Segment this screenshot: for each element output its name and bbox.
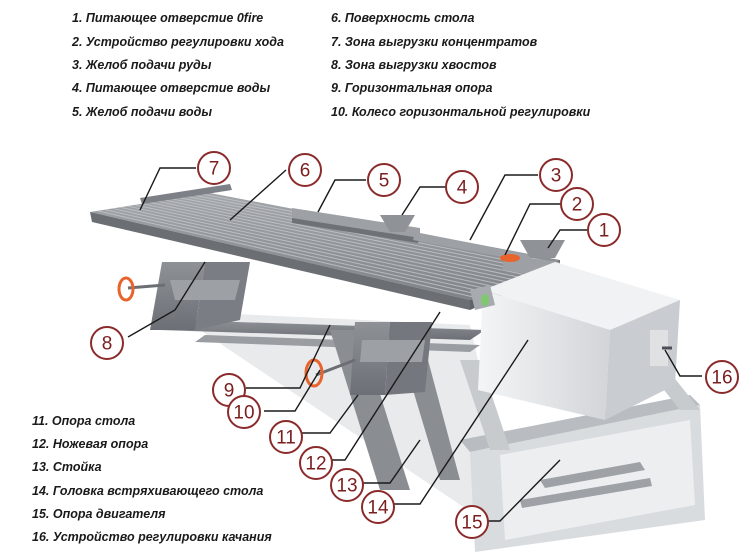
- ore-hopper: [520, 240, 565, 258]
- callout-6: 6: [288, 153, 322, 187]
- legend-item-1: 1. Питающее отверстие 0fire: [72, 11, 264, 25]
- water-trough: [292, 208, 420, 243]
- legend-item-5: 5. Желоб подачи воды: [72, 105, 213, 119]
- legend-item-6: 6. Поверхность стола: [331, 11, 475, 25]
- stroke-adjust-wheel: [500, 254, 520, 262]
- callout-8: 8: [90, 326, 124, 360]
- legend-item-13: 13. Стойка: [32, 460, 102, 474]
- table-surface: [90, 193, 560, 310]
- callout-2: 2: [560, 187, 594, 221]
- legend-item-12: 12. Ножевая опора: [32, 437, 149, 451]
- callout-14: 14: [361, 490, 395, 524]
- callout-label: 13: [336, 476, 357, 497]
- callout-10: 10: [227, 395, 261, 429]
- callout-15: 15: [455, 505, 489, 539]
- legend-item-3: 3. Желоб подачи руды: [72, 58, 212, 72]
- callout-5: 5: [367, 163, 401, 197]
- callout-4: 4: [445, 170, 479, 204]
- legend-item-2: 2. Устройство регулировки хода: [72, 35, 284, 49]
- legend-item-14: 14. Головка встряхивающего стола: [32, 484, 264, 498]
- callout-label: 3: [551, 166, 562, 187]
- callout-label: 9: [224, 381, 235, 402]
- callout-label: 16: [711, 368, 732, 389]
- water-hopper: [380, 215, 415, 232]
- concentrate-trough: [140, 184, 232, 204]
- callout-label: 10: [233, 403, 254, 424]
- shaking-head-box: [470, 262, 680, 420]
- legend-item-16: 16. Устройство регулировки качания: [32, 530, 272, 544]
- legend-item-10: 10. Колесо горизонтальной регулировки: [331, 105, 591, 119]
- callout-label: 1: [599, 221, 610, 242]
- callout-12: 12: [299, 446, 333, 480]
- callout-label: 2: [572, 195, 583, 216]
- callout-13: 13: [330, 468, 364, 502]
- callout-label: 14: [367, 498, 389, 519]
- callout-7: 7: [197, 151, 231, 185]
- legend-item-11: 11. Опора стола: [32, 414, 136, 428]
- callout-11: 11: [269, 420, 303, 454]
- callout-label: 5: [379, 171, 390, 192]
- callout-label: 12: [305, 454, 326, 475]
- callout-1: 1: [587, 213, 621, 247]
- callout-label: 6: [300, 161, 311, 182]
- legend-item-7: 7. Зона выгрузки концентратов: [331, 35, 538, 49]
- callout-16: 16: [705, 360, 739, 394]
- legend-item-8: 8. Зона выгрузки хвостов: [331, 58, 497, 72]
- callout-label: 7: [209, 159, 220, 180]
- callout-label: 4: [457, 178, 468, 199]
- legend-item-9: 9. Горизонтальная опора: [331, 81, 493, 95]
- legend-item-15: 15. Опора двигателя: [32, 507, 166, 521]
- table-legs: [150, 262, 432, 395]
- callout-label: 8: [102, 334, 113, 355]
- callout-label: 15: [461, 513, 482, 534]
- callout-3: 3: [539, 158, 573, 192]
- ore-trough: [413, 232, 530, 262]
- legend-item-4: 4. Питающее отверстие воды: [72, 81, 271, 95]
- horizontal-adjust-wheel-left: [117, 276, 166, 302]
- callout-label: 11: [276, 428, 296, 449]
